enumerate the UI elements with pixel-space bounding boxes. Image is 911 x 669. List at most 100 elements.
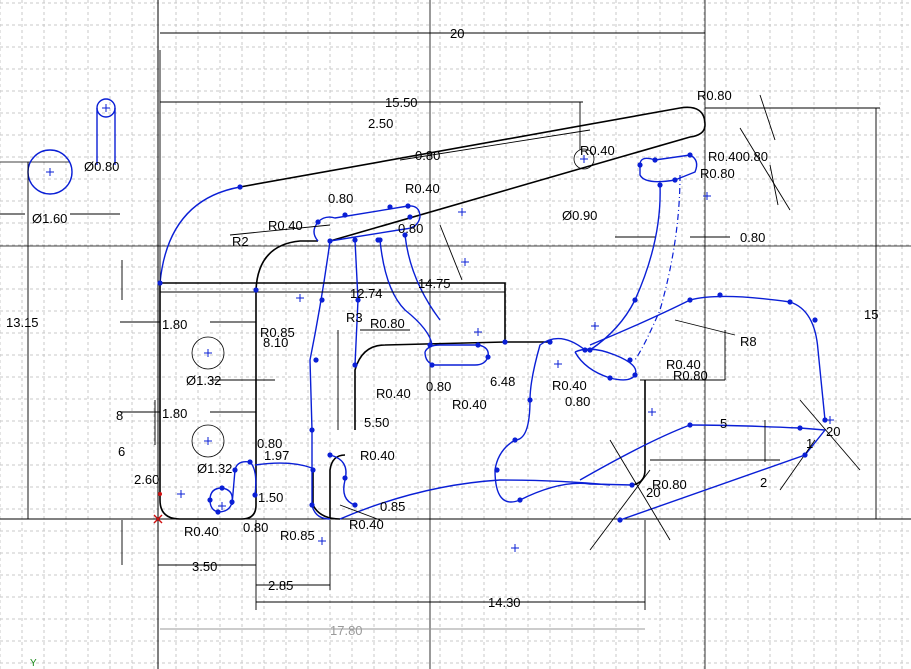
dim-6-48: 6.48 [490, 374, 515, 389]
dim-5: 5 [720, 416, 727, 431]
sketch-point[interactable] [485, 354, 491, 360]
circles[interactable] [27, 98, 595, 458]
sketch-point[interactable] [627, 357, 633, 363]
sketch-point[interactable] [687, 422, 693, 428]
sketch-point[interactable] [502, 339, 508, 345]
sketch-point[interactable] [342, 212, 348, 218]
dim-r0-80-m: R0.80 [370, 316, 405, 331]
sketch-point[interactable] [352, 502, 358, 508]
sketch-point[interactable] [247, 459, 253, 465]
dim-20-f: 20 [646, 485, 660, 500]
sketch-point[interactable] [219, 485, 225, 491]
sketch-point[interactable] [229, 499, 235, 505]
sketch-point[interactable] [494, 467, 500, 473]
sketch-point[interactable] [232, 467, 238, 473]
sketch-point[interactable] [802, 452, 808, 458]
sketch-point[interactable] [309, 502, 315, 508]
sketch-point[interactable] [252, 492, 258, 498]
sketch-point[interactable] [672, 177, 678, 183]
sketch-point[interactable] [402, 232, 408, 238]
sketch-point[interactable] [377, 237, 383, 243]
y-axis-label: Y [30, 658, 37, 669]
sketch-point[interactable] [319, 297, 325, 303]
dim-r0-40-m1: R0.40 [376, 386, 411, 401]
sketch-point[interactable] [632, 297, 638, 303]
sketch-point[interactable] [657, 182, 663, 188]
sketch-point[interactable] [812, 317, 818, 323]
dim-0-80-m: 0.80 [426, 379, 451, 394]
dim-2-50: 2.50 [368, 116, 393, 131]
sketch-point[interactable] [475, 342, 481, 348]
sketch-point[interactable] [512, 437, 518, 443]
sketch-point[interactable] [427, 342, 433, 348]
sketch-point[interactable] [787, 299, 793, 305]
dim-5-50: 5.50 [364, 415, 389, 430]
dim-20: 20 [450, 26, 464, 41]
sketch-point[interactable] [629, 482, 635, 488]
sketch-point[interactable] [327, 452, 333, 458]
center-mark [703, 192, 711, 200]
center-mark [204, 437, 212, 445]
dim-r0-40-c: R0.40 [268, 218, 303, 233]
center-mark [318, 537, 326, 545]
dimension-labels[interactable]: 20 15.50 2.50 0.80 R0.80 R0.40 R0.400.80… [6, 26, 878, 638]
dim-r0-80-m4: R0.80 [673, 368, 708, 383]
sketch-point[interactable] [652, 157, 658, 163]
sketch-point[interactable] [315, 219, 321, 225]
sketch-point[interactable] [253, 287, 259, 293]
sketch-point[interactable] [637, 162, 643, 168]
center-mark [591, 322, 599, 330]
sketch-points[interactable] [46, 104, 834, 552]
sketch-point[interactable] [687, 152, 693, 158]
sketch-point[interactable] [797, 425, 803, 431]
sketch-point[interactable] [310, 467, 316, 473]
dim-6: 6 [118, 444, 125, 459]
sketch-point[interactable] [822, 417, 828, 423]
dim-2: 2 [760, 475, 767, 490]
dim-r0-40-g: R0.40 [184, 524, 219, 539]
sketch-point[interactable] [215, 509, 221, 515]
sketch-point[interactable] [617, 517, 623, 523]
dim-dia-1-32: Ø1.32 [186, 373, 221, 388]
sketch-point[interactable] [327, 238, 333, 244]
sketch-point[interactable] [342, 475, 348, 481]
dim-r0-80-top: R0.80 [697, 88, 732, 103]
dim-3-50: 3.50 [192, 559, 217, 574]
dim-r0-40-top: R0.40 [580, 143, 615, 158]
dim-20-small: 20 [826, 424, 840, 439]
dim-r3: R3 [346, 310, 363, 325]
center-mark [296, 294, 304, 302]
sketch-point[interactable] [352, 237, 358, 243]
sketch-point[interactable] [607, 375, 613, 381]
sketch-point[interactable] [587, 347, 593, 353]
sketch-point[interactable] [405, 203, 411, 209]
sketch-point[interactable] [309, 427, 315, 433]
sketch-point[interactable] [527, 397, 533, 403]
sketch-point[interactable] [582, 347, 588, 353]
sketch-point[interactable] [387, 204, 393, 210]
sketch-point[interactable] [687, 297, 693, 303]
sketch-point[interactable] [313, 357, 319, 363]
defined-geometry[interactable] [159, 106, 706, 520]
dim-0-80-g: 0.80 [243, 520, 268, 535]
sketch-point[interactable] [352, 362, 358, 368]
sketch-point[interactable] [517, 497, 523, 503]
sketch-point[interactable] [717, 292, 723, 298]
dim-r0-40-m4: R0.40 [666, 357, 701, 372]
dimension-lines [0, 32, 880, 630]
dim-r0-40-m3: R0.40 [552, 378, 587, 393]
sketch-point[interactable] [157, 280, 163, 286]
dim-0-80-a: 0.80 [415, 148, 440, 163]
sketch-point[interactable] [207, 497, 213, 503]
sketch-point[interactable] [632, 372, 638, 378]
sketch-point[interactable] [429, 362, 435, 368]
sketch-point[interactable] [407, 214, 413, 220]
dim-1-50: 1.50 [258, 490, 283, 505]
sketch-point[interactable] [547, 339, 553, 345]
sketch-point[interactable] [355, 297, 361, 303]
dim-8: 8 [116, 408, 123, 423]
sketch-point[interactable] [237, 184, 243, 190]
